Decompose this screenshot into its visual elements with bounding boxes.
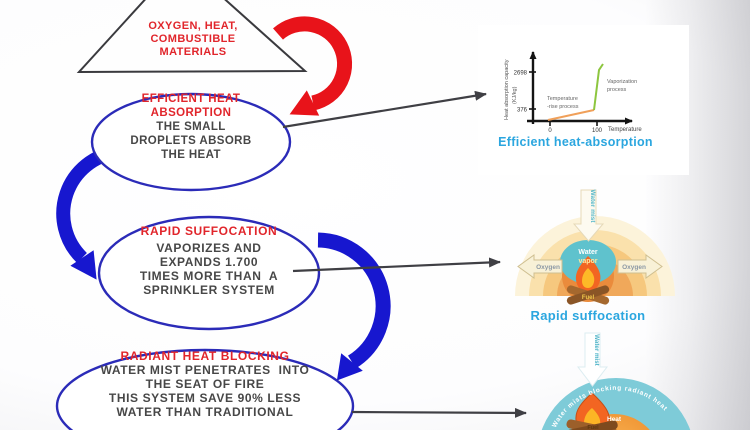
- y-axis-label: Heat absorption capacity: [504, 59, 510, 120]
- oxygen-right-label: Oxygen: [622, 264, 646, 271]
- radiant-heat-blocking-illustration: Heat Fuel Water mists blocking radiant h…: [541, 332, 691, 430]
- triangle-line-1: OXYGEN, HEAT,: [148, 20, 238, 32]
- stage2-title: RAPID SUFFOCATION: [140, 224, 278, 238]
- stage3-body-4: WATER THAN TRADITIONAL: [116, 405, 294, 419]
- stage1-body-3: THE HEAT: [161, 149, 221, 161]
- heat-absorption-chart: 2698 376 0 100 Temperature Heat absorpti…: [504, 51, 642, 134]
- stage3-text: RADIANT HEAT BLOCKING WATER MIST PENETRA…: [60, 349, 350, 419]
- stage2-body-1: VAPORIZES AND: [156, 241, 262, 255]
- stage1-title-1: EFFICIENT HEAT: [141, 93, 241, 105]
- heat-label: Heat: [607, 416, 622, 423]
- log-icon: [566, 285, 610, 305]
- oxygen-right-arrow-icon: [617, 254, 663, 279]
- rise-label-2: -rise process: [547, 104, 579, 110]
- xtick-100: 100: [592, 128, 603, 134]
- blue-flow-arrow-2-icon: [317, 232, 391, 381]
- ytick-bottom: 376: [517, 108, 528, 114]
- water-mist-label: Water mist: [589, 190, 596, 224]
- fire-triangle-text: OXYGEN, HEAT, COMBUSTIBLE MATERIALS: [93, 20, 293, 59]
- triangle-line-3: MATERIALS: [159, 46, 227, 58]
- log-icon: [566, 420, 618, 430]
- stage3-ellipse: [55, 348, 355, 430]
- fuel-label: Fuel: [582, 295, 595, 301]
- vaporization-line: [593, 63, 604, 111]
- rise-process-line: [547, 109, 595, 121]
- y-axis-units: (KJ/kg): [512, 86, 518, 104]
- vaporization-label-1: Vaporization: [607, 79, 637, 85]
- water-vapor-label-1: Water: [578, 249, 597, 256]
- oxygen-left-arrow-icon: [517, 254, 563, 279]
- connector-arrow-1: [282, 90, 487, 129]
- ytick-top: 2698: [514, 71, 528, 77]
- stage3-title: RADIANT HEAT BLOCKING: [120, 349, 290, 363]
- stage2-body-4: SPRINKLER SYSTEM: [143, 283, 275, 297]
- flame-core-icon: [582, 268, 595, 288]
- fuel-label: Fuel: [587, 425, 599, 430]
- stage2-body-2: EXPANDS 1.700: [159, 255, 259, 269]
- stage3-body-2: THE SEAT OF FIRE: [145, 377, 265, 391]
- triangle-line-2: COMBUSTIBLE: [150, 33, 236, 45]
- connector-arrow-3: [351, 407, 527, 418]
- vaporization-label-2: process: [607, 87, 627, 93]
- suffocation-caption: Rapid suffocation: [530, 308, 646, 323]
- stage1-body-1: THE SMALL: [156, 121, 226, 133]
- water-mist-down-arrow-icon: [576, 332, 609, 387]
- x-axis-label: Temperature: [608, 127, 642, 133]
- oxygen-left-label: Oxygen: [536, 264, 560, 271]
- connector-arrow-2: [292, 257, 501, 273]
- stage1-body-2: DROPLETS ABSORB: [130, 135, 252, 147]
- stage1-text: EFFICIENT HEAT ABSORPTION THE SMALL DROP…: [91, 92, 291, 162]
- stage1-title-2: ABSORPTION: [150, 107, 232, 119]
- water-mist-label: Water mist: [593, 334, 600, 365]
- rapid-suffocation-illustration: Fuel Water vapor Water mist Oxygen Oxyge…: [515, 189, 675, 305]
- stage1-ellipse: [90, 92, 292, 192]
- stage2-body-3: TIMES MORE THAN A: [139, 269, 279, 283]
- red-cycle-arrow-icon: [273, 16, 353, 116]
- stage3-body-1: WATER MIST PENETRATES INTO: [100, 363, 310, 377]
- stage3-body-3: THIS SYSTEM SAVE 90% LESS: [108, 391, 302, 405]
- stage2-ellipse: [97, 215, 321, 331]
- xtick-0: 0: [548, 128, 552, 134]
- chart-card: [478, 25, 689, 175]
- chart-caption: Efficient heat-absorption: [498, 135, 653, 149]
- water-vapor-label-2: vapor: [578, 258, 597, 265]
- water-mist-down-arrow-icon: [572, 189, 605, 242]
- stage2-text: RAPID SUFFOCATION VAPORIZES AND EXPANDS …: [104, 224, 314, 297]
- rise-label-1: Temperature: [547, 96, 578, 102]
- fire-triangle-shape: [76, 0, 308, 74]
